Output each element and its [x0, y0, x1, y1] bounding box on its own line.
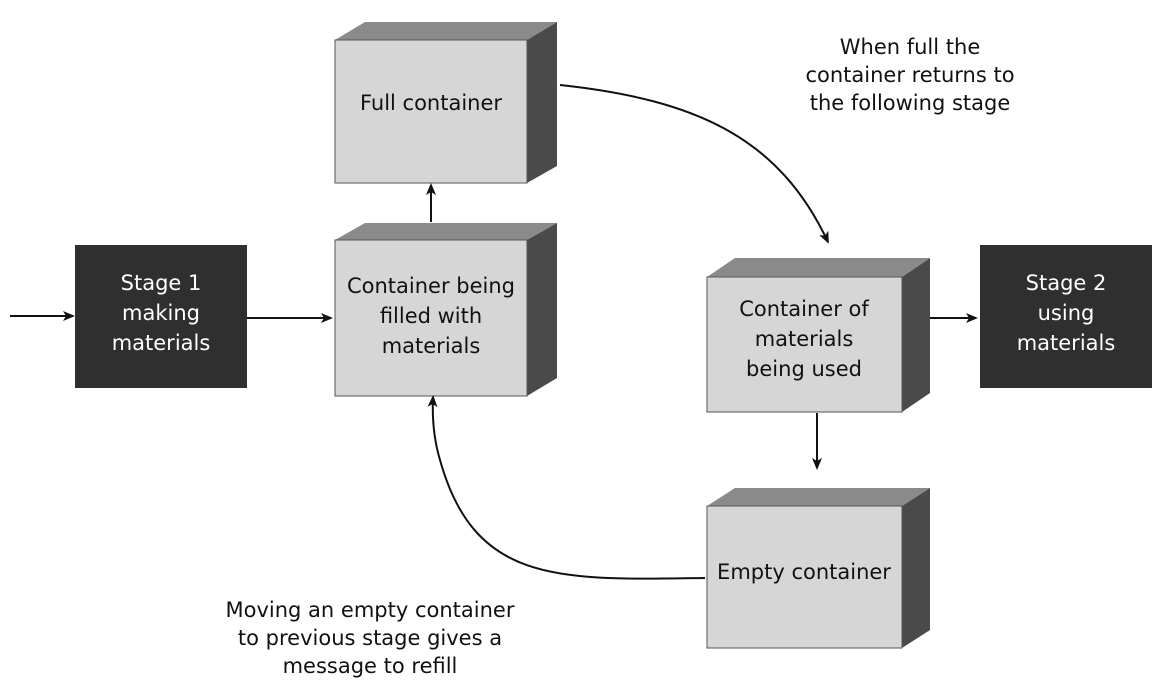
- used-label-line1: Container of: [739, 297, 869, 321]
- empty-container-top: [707, 488, 930, 506]
- stage1-label-line1: Stage 1: [121, 271, 202, 295]
- filling-label-line1: Container being: [347, 274, 515, 298]
- stage1-box-face: [75, 245, 247, 388]
- filling-label-line2: filled with: [380, 304, 482, 328]
- filling-container-front: [334, 239, 528, 397]
- top-right-note-line3: the following stage: [809, 91, 1011, 115]
- used-container-front: [706, 276, 903, 413]
- full-container-front: [334, 39, 528, 184]
- stage2-label-line1: Stage 2: [1026, 271, 1107, 295]
- bottom-left-note-line1: Moving an empty container: [225, 598, 515, 622]
- used-container-top: [707, 258, 930, 277]
- stage2-label-line2: using: [1038, 301, 1095, 325]
- full-to-used-arrow: [559, 84, 829, 244]
- used-container-side: [902, 258, 930, 412]
- filling-container-side: [527, 223, 557, 396]
- used-label-line3: being used: [746, 357, 862, 381]
- bottom-left-note: Moving an empty container to previous st…: [190, 596, 550, 680]
- full-container-box: Full container: [334, 22, 557, 184]
- stage1-label-line2: making: [122, 301, 200, 325]
- empty-container-side: [902, 488, 930, 648]
- stage2-label-line3: materials: [1017, 331, 1116, 355]
- full-label: Full container: [360, 91, 502, 115]
- full-container-side: [527, 22, 557, 183]
- stage1-label-line3: materials: [112, 331, 211, 355]
- empty-label: Empty container: [717, 560, 891, 584]
- filling-label-line3: materials: [382, 334, 481, 358]
- empty-container-box: Empty container: [706, 488, 930, 649]
- top-right-note: When full the container returns to the f…: [790, 33, 1030, 117]
- empty-container-front: [706, 505, 903, 649]
- filling-container-box: Container being filled with materials: [334, 223, 557, 397]
- empty-to-filling-arrow: [427, 395, 706, 580]
- stage2-box: Stage 2 using materials: [980, 245, 1152, 388]
- bottom-left-note-line3: message to refill: [282, 654, 458, 678]
- bottom-left-note-line2: to previous stage gives a: [237, 626, 503, 650]
- used-label-line2: materials: [755, 327, 854, 351]
- used-container-box: Container of materials being used: [706, 258, 930, 413]
- stage1-box: Stage 1 making materials: [75, 245, 247, 388]
- top-right-note-line1: When full the: [839, 35, 981, 59]
- full-container-top: [335, 22, 557, 40]
- filling-container-top: [335, 223, 557, 240]
- top-right-note-line2: container returns to: [805, 63, 1015, 87]
- stage2-box-face: [980, 245, 1152, 388]
